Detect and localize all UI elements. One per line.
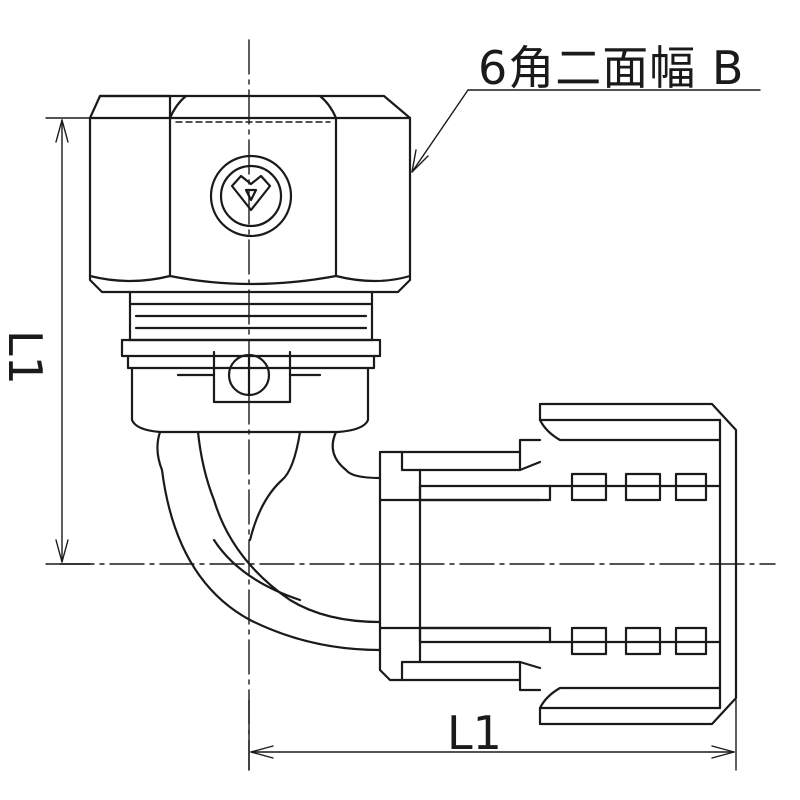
hex-nut [88,94,412,294]
elbow-body [156,430,382,652]
neck-collars [120,290,382,370]
l1-horizontal-label: L1 [447,706,502,760]
centerlines [59,39,776,771]
down-arrow-emblem-icon [209,154,293,238]
l1-vertical-label: L1 [0,330,52,385]
hex-width-label: 6角二面幅 B [478,41,745,95]
ferrule-rings [418,472,722,656]
dimension-vertical [45,117,91,565]
dimension-horizontal [248,699,737,771]
leader-line [411,89,761,173]
side-branch [378,438,542,692]
upper-body [130,350,370,434]
union-nut [538,402,738,726]
